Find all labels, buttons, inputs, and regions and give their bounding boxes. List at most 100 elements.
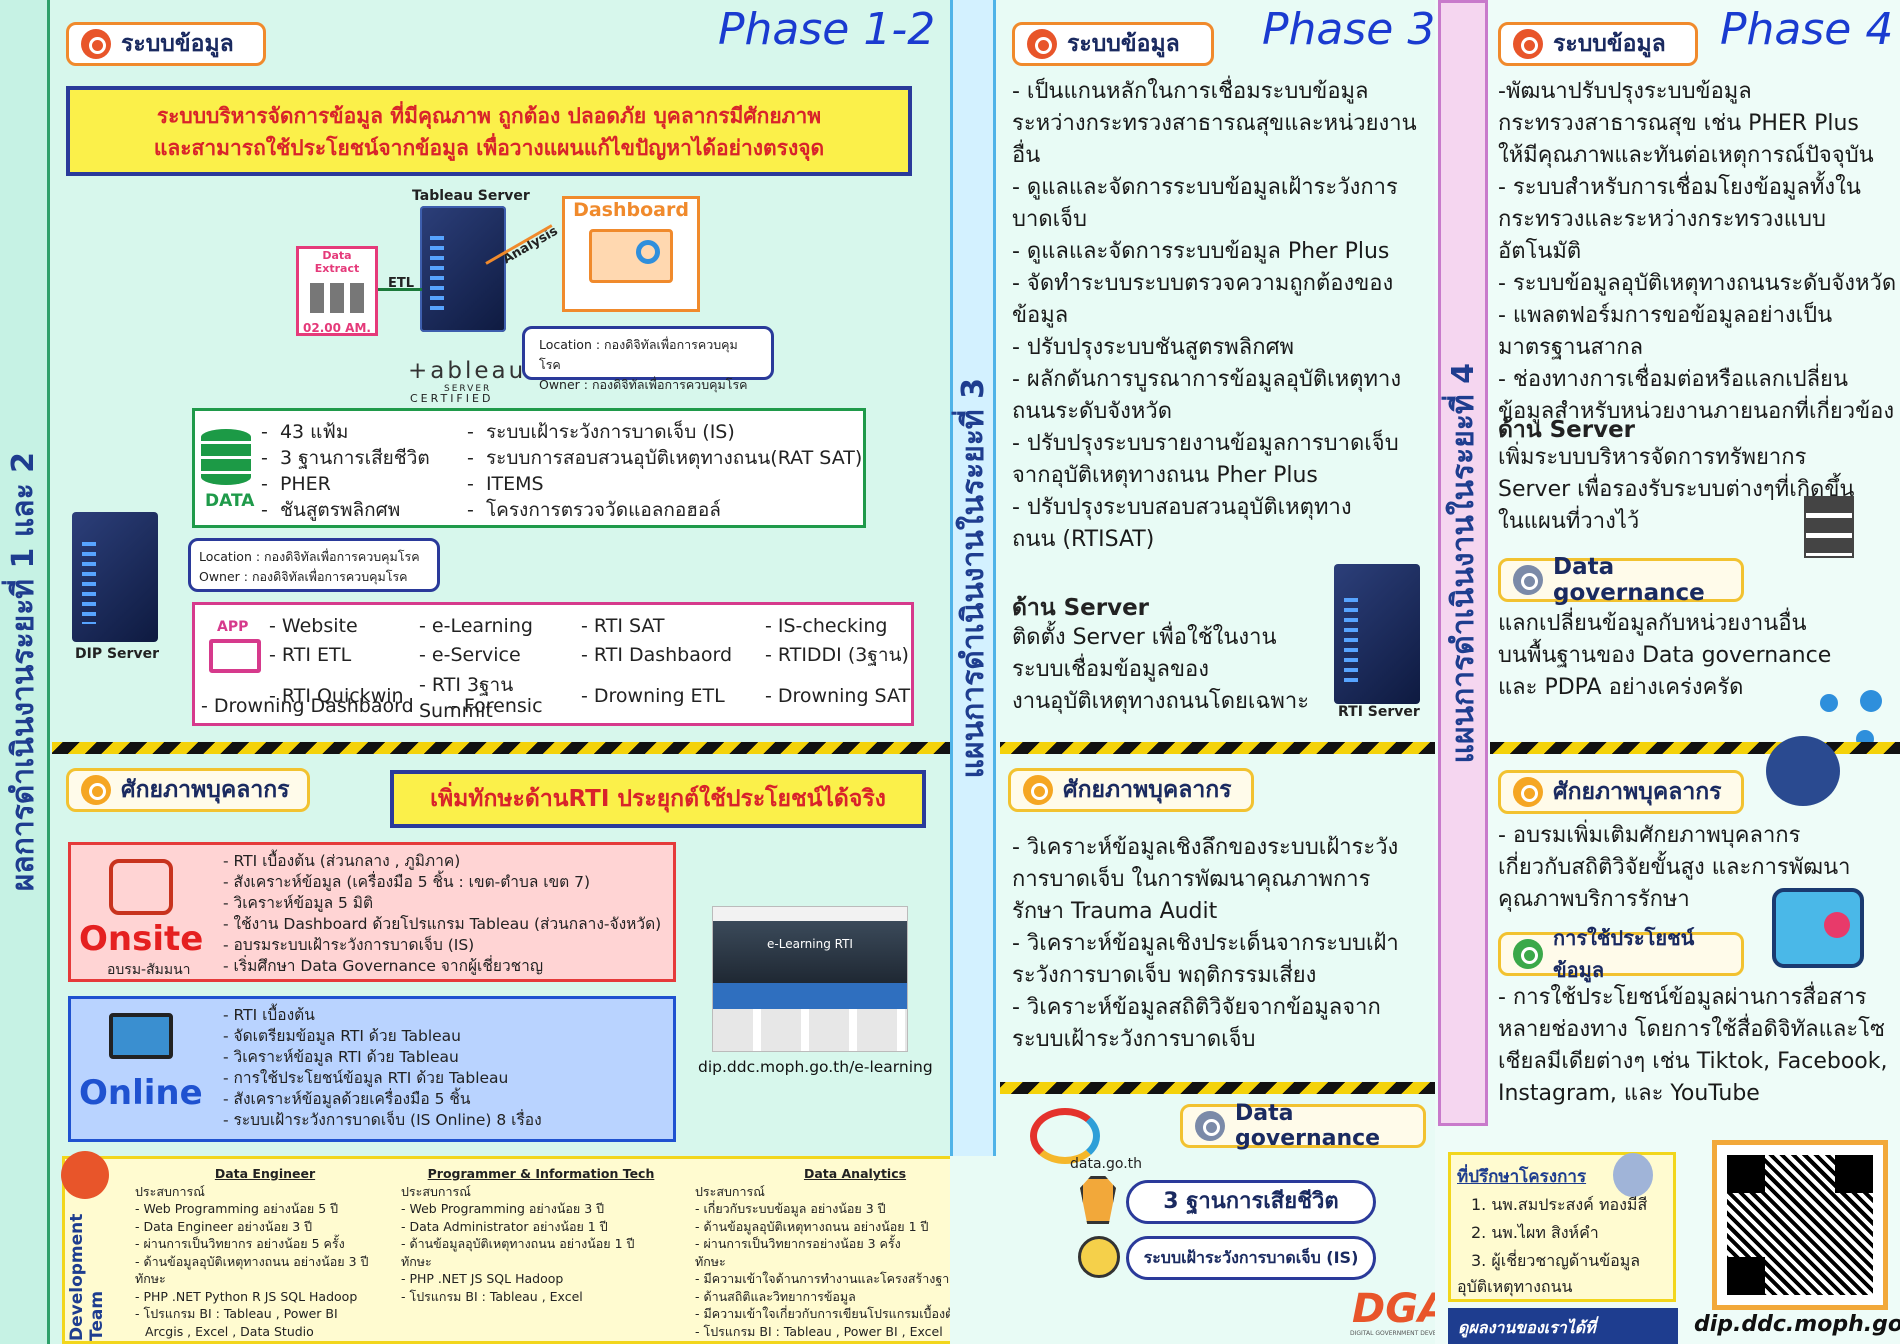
online-item: - การใช้ประโยชน์ข้อมูล RTI ด้วย Tableau — [223, 1069, 509, 1087]
datagov-badge: Data governance — [1498, 554, 1744, 606]
hazard-divider — [52, 742, 950, 754]
development-team-label: Development Team — [67, 1213, 107, 1341]
lightbulb-icon — [1513, 777, 1543, 807]
online-item: - RTI เบื้องต้น — [223, 1006, 315, 1024]
data-sources-box: DATA - 43 แฟ้ม - 3 ฐานการเสียชีวิต - PHE… — [192, 408, 866, 528]
etl-connector — [378, 288, 422, 291]
datagov-badge: Data governance — [1180, 1101, 1426, 1151]
development-team-box: Development Team Data Engineer ประสบการณ… — [61, 1151, 1018, 1344]
phase-label: Phase 1-2 — [718, 4, 936, 55]
database-search-icon — [81, 29, 111, 59]
phase-4-people-text: - อบรมเพิ่มเติมศักยภาพบุคลากรเกี่ยวกับสถ… — [1498, 823, 1851, 912]
data-item: - 3 ฐานการเสียชีวิต — [261, 447, 430, 469]
advisor-item: 2. นพ.ไผท สิงห์คำ — [1471, 1223, 1599, 1242]
apps-table: - Website- e-Learning- RTI SAT- IS-check… — [269, 614, 911, 723]
online-box: Online - RTI เบื้องต้น - จัดเตรียมข้อมูล… — [68, 996, 676, 1142]
phase-1-2-vertical-title: ผลการดำเนินงานระยะที่ 1 และ 2 — [0, 0, 50, 1344]
tableau-server-label: Tableau Server — [412, 188, 530, 204]
dga-logo: DGA — [1352, 1286, 1449, 1332]
mission-banner: ระบบบริหารจัดการข้อมูล ที่มีคุณภาพ ถูกต้… — [66, 86, 912, 176]
injury-surveillance-pill: ระบบเฝ้าระวังการบาดเจ็บ (IS) — [1126, 1236, 1376, 1280]
data-item: - ชันสูตรพลิกศพ — [261, 499, 401, 521]
chart-monitor-icon — [589, 229, 673, 283]
deaths-pill: 3 ฐานการเสียชีวิต — [1126, 1180, 1376, 1224]
team-icon — [61, 1151, 109, 1199]
tableau-sub: SERVER — [444, 384, 492, 394]
dip-location-card: Location : กองดิจิทัลเพื่อการควบคุมโรค O… — [188, 538, 440, 592]
phase-4-system-text: -พัฒนาปรับปรุงระบบข้อมูลกระทรวงสาธารณสุข… — [1498, 79, 1897, 424]
dga-subtitle: DIGITAL GOVERNMENT DEVELOPMENT AGENCY — [1350, 1330, 1492, 1337]
onsite-item: - RTI เบื้องต้น (ส่วนกลาง , ภูมิภาค) — [223, 852, 461, 870]
support-agent-icon — [1766, 736, 1840, 806]
data-item: - ระบบการสอบสวนอุบัติเหตุทางถนน(RAT SAT) — [467, 447, 863, 469]
advisors-box: ที่ปรึกษาโครงการ 1. นพ.สมประสงค์ ทองมีสี… — [1448, 1152, 1676, 1302]
database-search-icon — [1513, 29, 1543, 59]
website-link[interactable]: dip.ddc.moph.go.th — [1694, 1312, 1900, 1337]
data-use-badge: การใช้ประโยชน์ข้อมูล — [1498, 926, 1744, 982]
skill-banner: เพิ่มทักษะด้านRTI ประยุกต์ใช้ประโยชน์ได้… — [390, 770, 926, 828]
onsite-box: Onsite อบรม-สัมมนา - RTI เบื้องต้น (ส่วน… — [68, 842, 676, 982]
phase-4-use-text: - การใช้ประโยชน์ข้อมูลผ่านการสื่อสารหลาย… — [1498, 985, 1888, 1106]
phase-3-people-text: - วิเคราะห์ข้อมูลเชิงลึกของระบบเฝ้าระวัง… — [1012, 835, 1399, 1052]
data-go-th-label: data.go.th — [1070, 1156, 1143, 1172]
dip-server-icon — [72, 512, 158, 642]
database-icon — [310, 283, 364, 313]
dashboard-box: Dashboard — [562, 196, 700, 312]
tableau-certified: CERTIFIED — [410, 392, 494, 405]
phase-label: Phase 3 — [1262, 4, 1436, 55]
phase-3-server-text: ติดตั้ง Server เพื่อใช้ในงานระบบเชื่อมข้… — [1012, 625, 1310, 714]
advisor-item: อุบัติเหตุทางถนน — [1457, 1277, 1573, 1296]
phase-3-system-text: - เป็นแกนหลักในการเชื่อมระบบข้อมูลระหว่า… — [1012, 79, 1417, 552]
lightbulb-icon — [81, 775, 111, 805]
data-extract-box: Data Extract 02.00 AM. — [296, 246, 378, 336]
team-data-engineer: Data Engineer ประสบการณ์- Web Programmin… — [135, 1166, 369, 1339]
qr-code[interactable] — [1712, 1140, 1888, 1310]
online-item: - วิเคราะห์ข้อมูล RTI ด้วย Tableau — [223, 1048, 459, 1066]
online-item: - สังเคราะห์ข้อมูลด้วยเครื่องมือ 5 ชิ้น — [223, 1090, 471, 1108]
data-item: - ระบบเฝ้าระวังการบาดเจ็บ (IS) — [467, 421, 735, 443]
data-item: - โครงการตรวจวัดแอลกอฮอล์ — [467, 499, 721, 521]
etl-label: ETL — [388, 276, 415, 291]
database-icon — [1513, 565, 1543, 595]
database-icon — [1195, 1111, 1225, 1141]
injured-face-icon — [1078, 1236, 1120, 1278]
data-item: - 43 แฟ้ม — [261, 421, 349, 443]
phase-4-column — [1435, 0, 1900, 1344]
elearning-link[interactable]: dip.ddc.moph.go.th/e-learning — [698, 1058, 933, 1076]
group-meeting-icon — [109, 859, 173, 915]
data-item: - PHER — [261, 473, 331, 495]
onsite-item: - สังเคราะห์ข้อมูล (เครื่องมือ 5 ชิ้น : … — [223, 873, 591, 891]
server-rack-icon — [1804, 496, 1854, 558]
rti-server-label: RTI Server — [1338, 704, 1420, 720]
data-go-th-logo — [1030, 1108, 1100, 1164]
onsite-item: - วิเคราะห์ข้อมูล 5 มิติ — [223, 894, 374, 912]
hazard-divider — [1000, 742, 1435, 754]
phase-label: Phase 4 — [1720, 4, 1894, 55]
laptop-icon — [209, 639, 261, 673]
globe-icon — [1513, 939, 1543, 969]
team-programmer: Programmer & Information Tech ประสบการณ์… — [401, 1166, 655, 1304]
phase-3-vertical-title: แผนการดำเนินงานในระยะที่ 3 — [950, 0, 996, 1156]
footer-link-label: ดูผลงานของเราได้ที่ — [1448, 1308, 1678, 1344]
phase-4-vertical-title: แผนการดำเนินงานในระยะที่ 4 — [1438, 0, 1488, 1126]
people-badge: ศักยภาพบุคลากร — [1008, 768, 1254, 812]
database-icon — [201, 429, 251, 485]
hazard-divider — [1000, 1082, 1435, 1094]
online-item: - ระบบเฝ้าระวังการบาดเจ็บ (IS Online) 8 … — [223, 1111, 542, 1129]
elearning-screenshot[interactable]: e-Learning RTI — [712, 906, 908, 1052]
phase-4-datagov-text: แลกเปลี่ยนข้อมูลกับหน่วยงานอื่นบนพื้นฐาน… — [1498, 611, 1832, 700]
network-icon — [1820, 690, 1882, 748]
video-conference-icon — [109, 1013, 173, 1059]
advisor-avatar-icon — [1613, 1153, 1653, 1197]
advisor-item: 1. นพ.สมประสงค์ ทองมีสี — [1471, 1195, 1648, 1214]
tableau-server-icon — [420, 206, 506, 332]
tableau-location-card: Location : กองดิจิทัลเพื่อการควบคุมโรค O… — [522, 326, 774, 392]
system-badge: ระบบข้อมูล — [66, 22, 266, 66]
data-item: - ITEMS — [467, 473, 544, 495]
server-title: ด้าน Server — [1012, 595, 1150, 621]
system-badge: ระบบข้อมูล — [1012, 22, 1214, 66]
hazard-divider — [1490, 742, 1900, 754]
team-data-analytics: Data Analytics ประสบการณ์- เกี่ยวกับระบบ… — [695, 1166, 990, 1339]
people-badge: ศักยภาพบุคลากร — [66, 768, 310, 812]
